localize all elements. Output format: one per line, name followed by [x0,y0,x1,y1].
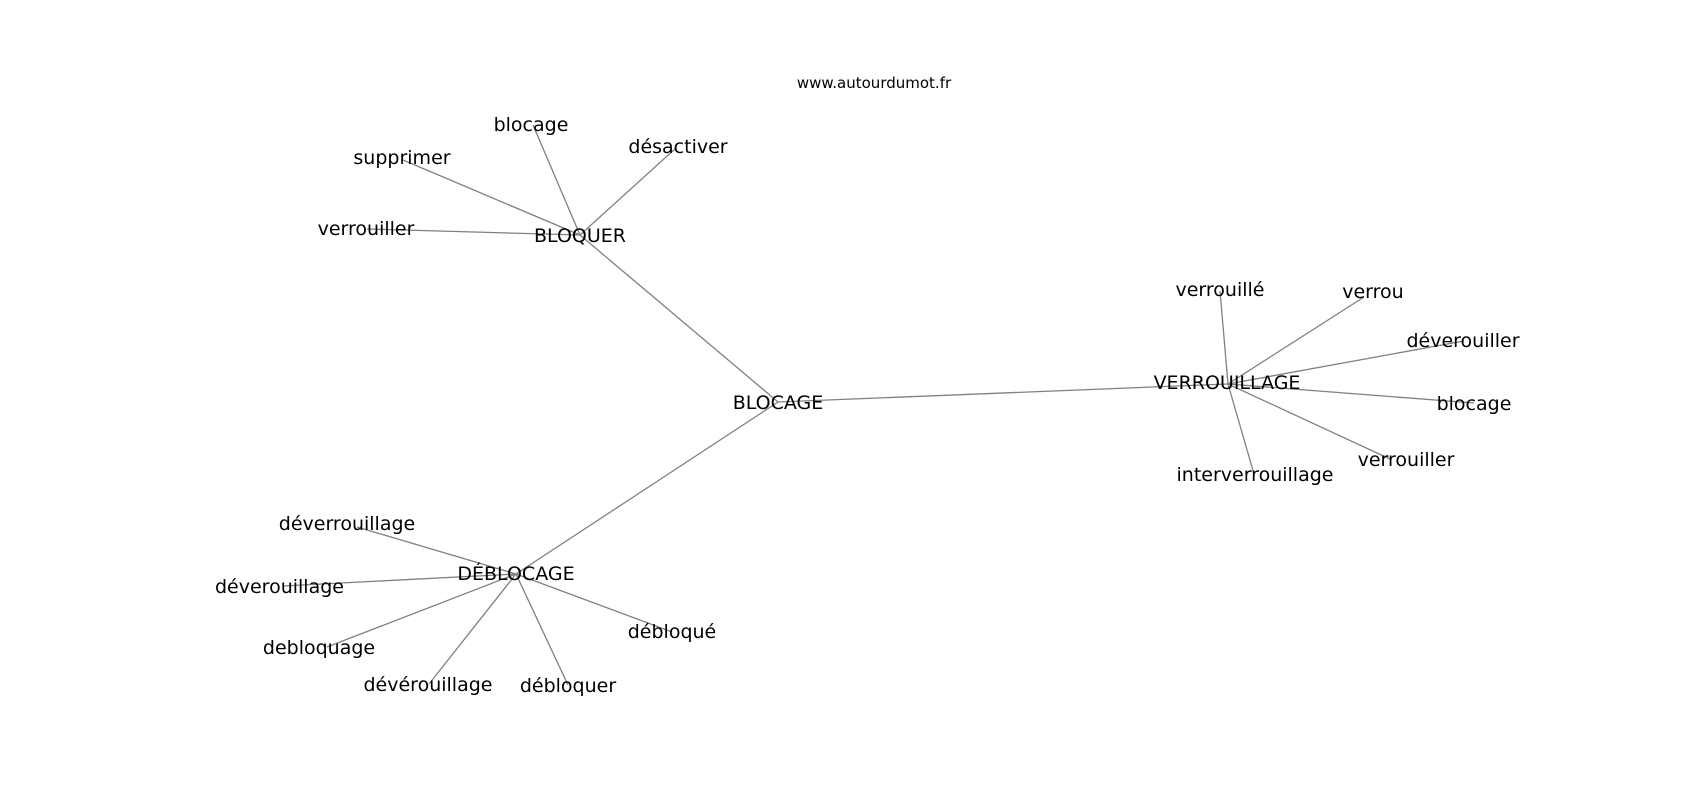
edge-verrouillage-blocage [1227,383,1475,404]
node-debl-debloquage[interactable]: debloquage [263,637,375,659]
edge-verrouillage-interverrouillage [1227,383,1255,475]
node-bloquer-verrouiller[interactable]: verrouiller [318,218,415,240]
edge-deblocage-debloque [515,573,673,633]
source-url: www.autourdumot.fr [797,74,952,92]
edge-bloquer-supprimer [402,159,581,236]
node-debl-debloquer[interactable]: débloquer [520,675,617,697]
edge-blocage-bloquer [579,234,779,403]
edge-blocage-deblocage [515,401,779,575]
node-verrouillage[interactable]: VERROUILLAGE [1154,372,1301,394]
edge-deblocage-deverouillage [282,573,517,587]
edge-deblocage-deverrouillage [356,526,517,575]
node-verr-verrouiller[interactable]: verrouiller [1358,449,1455,471]
node-bloquer-supprimer[interactable]: supprimer [353,147,450,169]
node-verr-blocage[interactable]: blocage [1437,393,1512,415]
edge-deblocage-deverouillage2 [428,573,517,685]
node-verr-verrouille[interactable]: verrouillé [1176,279,1265,301]
edge-verrouillage-verrou [1227,296,1365,385]
node-debl-deverouillage[interactable]: déverouillage [215,576,344,598]
edge-blocage-verrouillage [777,383,1229,403]
node-root[interactable]: BLOCAGE [733,392,824,414]
node-verr-verrou[interactable]: verrou [1342,281,1403,303]
node-debl-debloque[interactable]: débloqué [628,621,717,643]
edge-deblocage-debloquer [515,573,569,686]
node-verr-interverrouillage[interactable]: interverrouillage [1177,464,1334,486]
node-debl-deverrouillage[interactable]: déverrouillage [279,513,415,535]
node-bloquer-blocage[interactable]: blocage [494,114,569,136]
edge-bloquer-blocage [532,124,581,236]
node-verr-deverouiller[interactable]: déverouiller [1406,330,1519,352]
edge-verrouillage-verrouiller [1227,383,1391,460]
node-deblocage[interactable]: DÉBLOCAGE [457,562,574,585]
graph-labels: BLOCAGE BLOQUER blocage désactiver suppr… [215,114,1520,697]
edge-bloquer-desactiver [579,147,677,236]
node-bloquer-desactiver[interactable]: désactiver [628,136,727,158]
edge-verrouillage-verrouille [1219,290,1229,385]
graph-edges [282,124,1475,686]
node-bloquer[interactable]: BLOQUER [534,225,626,247]
edge-verrouillage-deverouiller [1227,340,1465,385]
node-debl-deverouillage2[interactable]: dévérouillage [364,674,493,696]
edge-bloquer-verrouiller [366,228,581,236]
edge-deblocage-debloquage [326,573,517,648]
